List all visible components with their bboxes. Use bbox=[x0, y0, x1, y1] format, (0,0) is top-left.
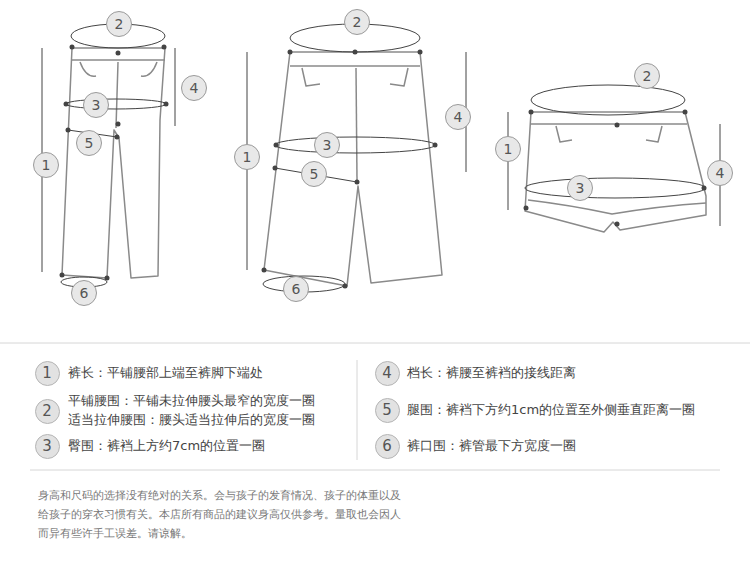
waistband-line bbox=[290, 65, 420, 67]
shorts-outline bbox=[525, 112, 706, 232]
rise-line bbox=[175, 48, 176, 126]
callout-number: 5 bbox=[382, 403, 392, 418]
callout-number: 3 bbox=[576, 181, 585, 195]
callout-number: 6 bbox=[292, 282, 301, 296]
legend-text: 适当拉伸腰围：腰头适当拉伸后的宽度一圈 bbox=[68, 411, 350, 429]
callout-number: 3 bbox=[92, 98, 101, 112]
callout-number: 1 bbox=[243, 150, 252, 164]
callout-number: 4 bbox=[382, 366, 392, 381]
hem-line bbox=[528, 200, 706, 214]
legend-number-circle: 4 bbox=[375, 361, 400, 386]
callout-number: 2 bbox=[115, 17, 124, 31]
legend-number-circle: 2 bbox=[35, 399, 60, 424]
legend-text: 腿围：裤裆下方约1cm的位置至外侧垂直距离一圈 bbox=[407, 401, 742, 419]
capri-pants-outline bbox=[264, 52, 442, 286]
long-pants-outline bbox=[62, 48, 165, 278]
footnote: 身高和尺码的选择没有绝对的关系。会与孩子的发育情况、孩子的体重以及给孩子的穿衣习… bbox=[38, 486, 410, 543]
callout-circle: 3 bbox=[83, 92, 109, 118]
callout-circle: 1 bbox=[234, 144, 260, 170]
callout-number: 4 bbox=[454, 110, 463, 124]
pocket-lines bbox=[302, 68, 408, 86]
callout-number: 2 bbox=[353, 15, 362, 29]
callout-number: 1 bbox=[42, 366, 52, 381]
callout-circle: 2 bbox=[344, 9, 370, 35]
legend-number-circle: 6 bbox=[375, 434, 400, 459]
callout-number: 5 bbox=[85, 136, 94, 150]
callout-number: 2 bbox=[643, 69, 652, 83]
callout-number: 3 bbox=[323, 138, 332, 152]
callout-circle: 2 bbox=[634, 63, 660, 89]
separator bbox=[30, 470, 720, 471]
fly-line bbox=[356, 68, 357, 180]
callout-circle: 4 bbox=[707, 160, 733, 186]
callout-number: 3 bbox=[42, 439, 52, 454]
callout-number: 4 bbox=[190, 81, 199, 95]
callout-circle: 1 bbox=[33, 152, 59, 178]
callout-circle: 3 bbox=[567, 175, 593, 201]
callout-circle: 4 bbox=[181, 75, 207, 101]
legend-text: 裤长：平铺腰部上端至裤脚下端处 bbox=[68, 364, 348, 382]
callout-circle: 6 bbox=[71, 280, 97, 306]
fly-line bbox=[116, 62, 118, 128]
separator bbox=[0, 343, 750, 344]
legend-number-circle: 3 bbox=[35, 434, 60, 459]
waistband-line bbox=[72, 59, 165, 61]
legend-number-circle: 5 bbox=[375, 398, 400, 423]
waistband-line bbox=[531, 123, 687, 125]
callout-number: 6 bbox=[80, 286, 89, 300]
callout-number: 1 bbox=[42, 158, 51, 172]
waist-ring bbox=[531, 85, 685, 115]
callout-circle: 6 bbox=[283, 276, 309, 302]
hip-ring bbox=[525, 178, 705, 198]
callout-number: 2 bbox=[42, 404, 52, 419]
legend-text: 臀围：裤裆上方约7cm的位置一圈 bbox=[68, 437, 348, 455]
hip-ring bbox=[66, 99, 166, 109]
thigh-line bbox=[275, 168, 357, 182]
legend-number-circle: 1 bbox=[35, 361, 60, 386]
callout-number: 5 bbox=[310, 167, 319, 181]
callout-circle: 3 bbox=[314, 132, 340, 158]
pocket-lines bbox=[556, 126, 662, 142]
column-divider bbox=[357, 360, 358, 460]
callout-circle: 5 bbox=[76, 130, 102, 156]
legend-text: 平铺腰围：平铺未拉伸腰头最窄的宽度一圈 bbox=[68, 392, 350, 410]
callout-number: 6 bbox=[382, 439, 392, 454]
hip-ring bbox=[275, 137, 435, 153]
legend-text: 裤口围：裤管最下方宽度一圈 bbox=[407, 437, 727, 455]
callout-number: 4 bbox=[716, 166, 725, 180]
callout-circle: 2 bbox=[106, 11, 132, 37]
legend-text: 档长：裤腰至裤裆的接线距离 bbox=[407, 364, 727, 382]
callout-circle: 1 bbox=[495, 136, 521, 162]
callout-number: 1 bbox=[504, 142, 513, 156]
callout-circle: 4 bbox=[445, 104, 471, 130]
callout-circle: 5 bbox=[301, 161, 327, 187]
